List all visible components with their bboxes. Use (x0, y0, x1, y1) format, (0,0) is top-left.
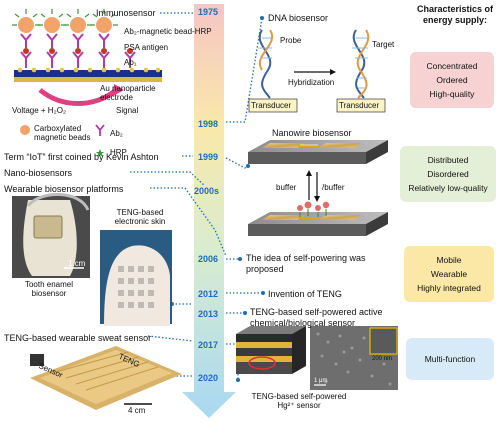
event-nano: Nano-biosensors (4, 168, 73, 178)
immunosensor-title: Immunosensor (96, 8, 156, 18)
energy-3-line-2: Wearable (430, 269, 468, 279)
energy-group-4: Multi-function (406, 338, 494, 380)
energy-heading: Characteristics of energy supply: (416, 4, 494, 25)
skin-title: TENG-based electronic skin (114, 208, 166, 226)
hybridization-label: Hybridization (288, 78, 335, 87)
event-wearable: Wearable biosensor platforms (4, 184, 124, 194)
tooth-caption: Tooth enamel biosensor (24, 280, 74, 298)
ab2-bead-label: Ab₂-magnetic bead-HRP (124, 27, 212, 36)
hg-sensor-drawing (236, 326, 306, 374)
year-1999: 1999 (198, 152, 219, 162)
year-1975: 1975 (198, 7, 219, 17)
immunosensor-drawing (12, 9, 162, 157)
energy-3-line-3: Highly integrated (417, 283, 481, 293)
energy-3-line-1: Mobile (436, 255, 462, 265)
dna-biosensor-drawing (248, 29, 386, 113)
event-sweat: TENG-based wearable sweat sensor (4, 333, 152, 343)
electronic-skin-photo (100, 230, 172, 326)
ab1-label: Ab₁ (124, 58, 137, 67)
nanowire-title: Nanowire biosensor (272, 128, 352, 138)
beads-legend-label: Carboxylated magnetic beads (34, 124, 91, 142)
sweat-sensor-photo (30, 346, 182, 410)
sem-image (310, 326, 398, 390)
dna-title: DNA biosensor (268, 13, 329, 23)
year-1998: 1998 (198, 119, 219, 129)
energy-2-line-2: Disordered (427, 169, 469, 179)
electrode-label: Au nanoparticle electrode (100, 84, 156, 102)
year-2020: 2020 (198, 373, 219, 383)
energy-group-1: Concentrated Ordered High-quality (410, 52, 494, 108)
energy-2-line-3: Relatively low-quality (408, 183, 488, 193)
energy-group-2: Distributed Disordered Relatively low-qu… (400, 146, 496, 202)
energy-1-line-3: High-quality (429, 89, 475, 99)
timeline-connectors (130, 12, 263, 380)
signal-label: Signal (116, 106, 139, 115)
ab2-legend-label: Ab₂ (110, 129, 123, 138)
event-self-powering: The idea of self-powering was proposed (246, 253, 366, 274)
probe-label: Probe (280, 36, 302, 45)
tooth-scale: 1 cm (68, 259, 86, 268)
year-2017: 2017 (198, 340, 219, 350)
nanowire-biosensor-drawing (248, 140, 388, 236)
event-iot: Term “IoT” first coined by Kevin Ashton (4, 152, 159, 162)
energy-group-3: Mobile Wearable Highly integrated (404, 246, 494, 302)
hg-caption: TENG-based self-powered Hg²⁺ sensor (251, 392, 347, 410)
psa-label: PSA antigen (124, 43, 169, 52)
no-buffer-label: /buffer (322, 183, 345, 192)
energy-1-line-2: Ordered (436, 75, 468, 85)
year-2000s: 2000s (194, 186, 220, 196)
sem-scale-inset: 200 nm (372, 356, 393, 362)
year-2012: 2012 (198, 289, 219, 299)
event-teng-selfpowered: TENG-based self-powered active chemical/… (250, 307, 383, 328)
energy-4-line-1: Multi-function (424, 354, 476, 364)
voltage-label: Voltage + H₂O₂ (12, 106, 67, 115)
sweat-scale: 4 cm (128, 406, 146, 415)
tooth-photo (12, 193, 90, 278)
hrp-legend-label: HRP (110, 148, 127, 157)
event-teng: Invention of TENG (268, 289, 342, 299)
transducer-left-label: Transducer (251, 101, 292, 110)
energy-1-line-1: Concentrated (426, 61, 478, 71)
year-2013: 2013 (198, 309, 219, 319)
target-label: Target (372, 40, 395, 49)
transducer-right-label: Transducer (339, 101, 380, 110)
buffer-label: buffer (276, 183, 297, 192)
timeline-arrow (182, 4, 236, 418)
energy-2-line-1: Distributed (427, 155, 469, 165)
sem-scale-main: 1 μm (314, 378, 328, 384)
year-2006: 2006 (198, 254, 219, 264)
